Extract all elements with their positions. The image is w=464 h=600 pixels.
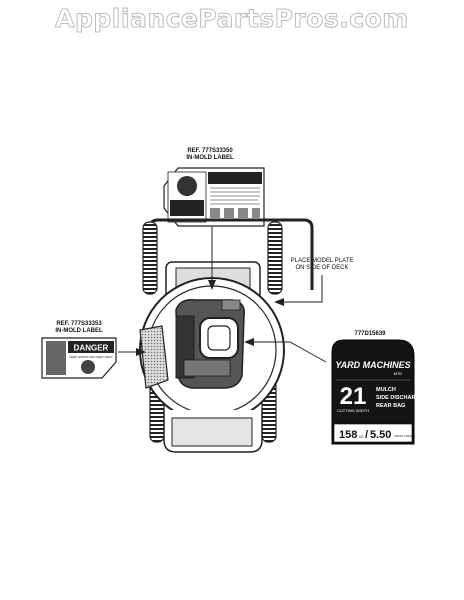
right-label-ref: 777D15639: [354, 331, 386, 337]
rear-right-wheel: [267, 221, 283, 295]
danger-subtext: KEEP HANDS AND FEET AWAY: [69, 355, 113, 359]
mower-outline: [139, 218, 314, 453]
left-danger-label: DANGER KEEP HANDS AND FEET AWAY: [41, 337, 117, 379]
decal-arrow: [244, 338, 254, 346]
yard-machines-decal: YARD MACHINES MTD 21 CUTTING WIDTH MULCH…: [331, 339, 424, 445]
decal-size: 21: [340, 383, 367, 410]
top-label-arrow: [208, 280, 216, 290]
model-plate-line1: PLACE MODEL PLATE: [290, 258, 354, 264]
decal-feature-1: MULCH: [376, 387, 396, 393]
danger-word: DANGER: [74, 344, 109, 353]
decal-brand: YARD MACHINES: [335, 360, 410, 370]
model-plate-callout: PLACE MODEL PLATE ON SIDE OF DECK: [280, 258, 364, 272]
hand-warning-icon: [177, 176, 197, 196]
model-plate-leader: [282, 275, 323, 303]
decal-engine-fine: GROSS TORQUE: [394, 434, 415, 438]
hand-warning-icon: [81, 360, 95, 374]
decal-brand-sub: MTD: [394, 371, 403, 376]
decal-engine-hp: 5.50: [370, 429, 391, 441]
top-in-mold-label: [163, 167, 265, 227]
left-label-callout: REF. 777S33353 IN-MOLD LABEL: [44, 321, 114, 335]
model-plate-arrow: [274, 298, 284, 306]
decal-leader: [252, 341, 327, 363]
left-label-desc: IN-MOLD LABEL: [55, 328, 103, 334]
right-label-callout: 777D15639: [340, 331, 400, 338]
decal-feature-2: SIDE DISCHARGE: [376, 395, 424, 401]
left-label-arrow: [136, 348, 146, 356]
rear-left-wheel: [142, 221, 158, 295]
top-label-desc: IN-MOLD LABEL: [186, 155, 234, 161]
decal-engine-slash: /: [365, 429, 368, 441]
model-plate-line2: ON SIDE OF DECK: [295, 265, 349, 271]
top-label-ref: REF. 777S33350: [187, 148, 233, 154]
decal-size-sub: CUTTING WIDTH: [337, 408, 369, 413]
watermark: AppliancePartsPros.com: [55, 4, 409, 34]
decal-engine-cc-unit: cc: [359, 434, 364, 439]
top-label-callout: REF. 777S33350 IN-MOLD LABEL: [170, 148, 250, 162]
decal-engine-cc: 158: [339, 429, 357, 441]
decal-feature-3: REAR BAG: [376, 403, 405, 409]
left-label-ref: REF. 777S33353: [56, 321, 102, 327]
